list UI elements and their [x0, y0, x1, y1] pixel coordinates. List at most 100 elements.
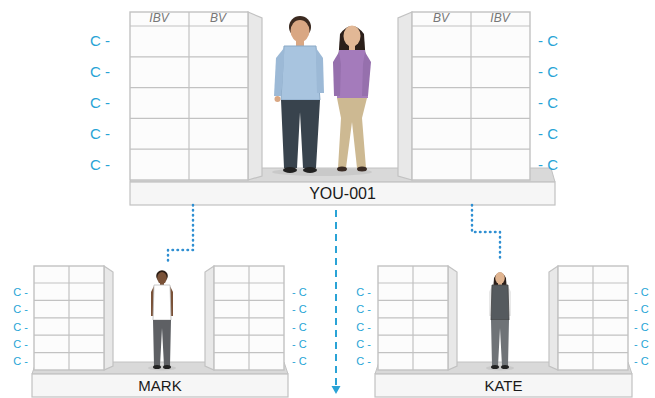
- platform-front: [375, 374, 632, 397]
- cabinet-divider: [470, 12, 471, 180]
- cabinet: [398, 12, 530, 180]
- row-marker: C -: [356, 303, 371, 315]
- cabinet-shelf: [34, 317, 104, 318]
- row-marker: - C: [538, 33, 558, 50]
- arm: [362, 52, 371, 96]
- shadow: [148, 366, 176, 371]
- dotted-connector: [472, 205, 500, 262]
- mark-figure: [148, 270, 176, 370]
- cabinet-side: [205, 266, 214, 370]
- cabinet-front: [214, 266, 284, 370]
- head: [291, 20, 310, 42]
- cabinet-front: [130, 12, 248, 180]
- row-marker: - C: [538, 95, 558, 112]
- cabinet-shelf: [558, 282, 628, 283]
- cabinet: [549, 266, 628, 370]
- hand: [275, 96, 281, 102]
- cabinet-shelf: [214, 335, 284, 336]
- cabinet-side: [398, 12, 412, 180]
- arm: [274, 48, 284, 96]
- cabinet-shelf: [130, 149, 248, 150]
- row-marker: - C: [634, 286, 649, 298]
- row-marker: - C: [538, 157, 558, 174]
- cabinet-shelf: [412, 56, 530, 57]
- head: [157, 272, 167, 284]
- row-marker: C -: [90, 126, 110, 143]
- row-marker: - C: [634, 303, 649, 315]
- cabinet-shelf: [130, 118, 248, 119]
- cabinet-shelf: [34, 352, 104, 353]
- couple-figure: [272, 16, 372, 176]
- cabinet: [130, 12, 262, 180]
- shoe: [163, 365, 171, 369]
- row-marker: - C: [292, 303, 307, 315]
- shadow: [486, 366, 514, 371]
- cabinet-front: [558, 266, 628, 370]
- row-marker: - C: [634, 355, 649, 367]
- cabinet-shelf: [558, 317, 628, 318]
- cabinet-shelf: [412, 25, 530, 26]
- row-marker: C -: [356, 338, 371, 350]
- column-header: BV: [210, 12, 226, 25]
- cabinet-shelf: [130, 56, 248, 57]
- shirt: [281, 46, 320, 100]
- row-marker: - C: [292, 355, 307, 367]
- downline-arrow: [335, 210, 337, 386]
- cabinet-shelf: [214, 282, 284, 283]
- row-marker: C -: [13, 338, 28, 350]
- row-marker: C -: [13, 321, 28, 333]
- cabinet-shelf: [378, 317, 448, 318]
- arrow-head: [332, 386, 341, 394]
- pants: [281, 100, 320, 168]
- person-node: MARK: [32, 262, 288, 397]
- node-label: MARK: [138, 374, 181, 397]
- cabinet: [34, 266, 113, 370]
- row-marker: - C: [292, 321, 307, 333]
- shoe: [337, 167, 347, 172]
- row-marker: C -: [90, 95, 110, 112]
- cabinet-front: [34, 266, 104, 370]
- cabinet-shelf: [34, 300, 104, 301]
- cabinet-shelf: [130, 87, 248, 88]
- dotted-connector: [168, 205, 193, 262]
- cabinet-shelf: [34, 335, 104, 336]
- person-node: KATE: [375, 262, 632, 397]
- node-label: KATE: [484, 374, 522, 397]
- row-marker: C -: [356, 355, 371, 367]
- arm: [333, 52, 341, 96]
- pants: [337, 98, 367, 168]
- shoe: [153, 365, 161, 369]
- cabinet-divider: [188, 12, 189, 180]
- column-header: BV: [433, 12, 449, 25]
- row-marker: - C: [634, 338, 649, 350]
- row-marker: C -: [13, 303, 28, 315]
- cabinet-side: [104, 266, 113, 370]
- row-marker: - C: [538, 64, 558, 81]
- cabinet-shelf: [378, 352, 448, 353]
- arm: [316, 48, 324, 93]
- cabinet-shelf: [214, 300, 284, 301]
- platform-front: [130, 182, 555, 205]
- column-header: IBV: [149, 12, 168, 25]
- cabinet-shelf: [130, 25, 248, 26]
- column-header: IBV: [490, 12, 509, 25]
- cabinet-side: [448, 266, 457, 370]
- cabinet-side: [248, 12, 262, 180]
- cabinet-shelf: [558, 300, 628, 301]
- row-marker: C -: [90, 157, 110, 174]
- row-marker: C -: [13, 355, 28, 367]
- torso: [153, 285, 171, 320]
- cabinet-shelf: [34, 282, 104, 283]
- row-marker: - C: [292, 338, 307, 350]
- cabinet-shelf: [378, 282, 448, 283]
- cabinet: [378, 266, 457, 370]
- cabinet-shelf: [378, 335, 448, 336]
- shoe: [283, 167, 297, 173]
- cabinet-shelf: [214, 317, 284, 318]
- cabinet-shelf: [214, 352, 284, 353]
- cabinet: [205, 266, 284, 370]
- shoe: [501, 365, 509, 369]
- cabinet-shelf: [412, 87, 530, 88]
- pants: [491, 320, 509, 366]
